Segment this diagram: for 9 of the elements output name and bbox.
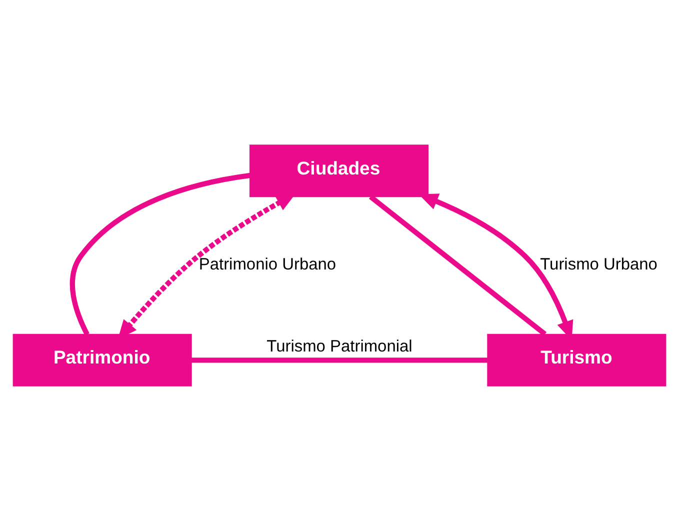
node-box: Ciudades: [249, 144, 428, 198]
node-box: Patrimonio: [12, 334, 192, 386]
edge-label: Turismo Urbano: [540, 255, 658, 274]
node-box: Turismo: [487, 334, 666, 386]
edge-label: Patrimonio Urbano: [198, 255, 336, 274]
edge-label: Turismo Patrimonial: [266, 338, 412, 356]
connector: [368, 194, 547, 336]
connector: [70, 172, 250, 336]
connector: [192, 358, 488, 363]
